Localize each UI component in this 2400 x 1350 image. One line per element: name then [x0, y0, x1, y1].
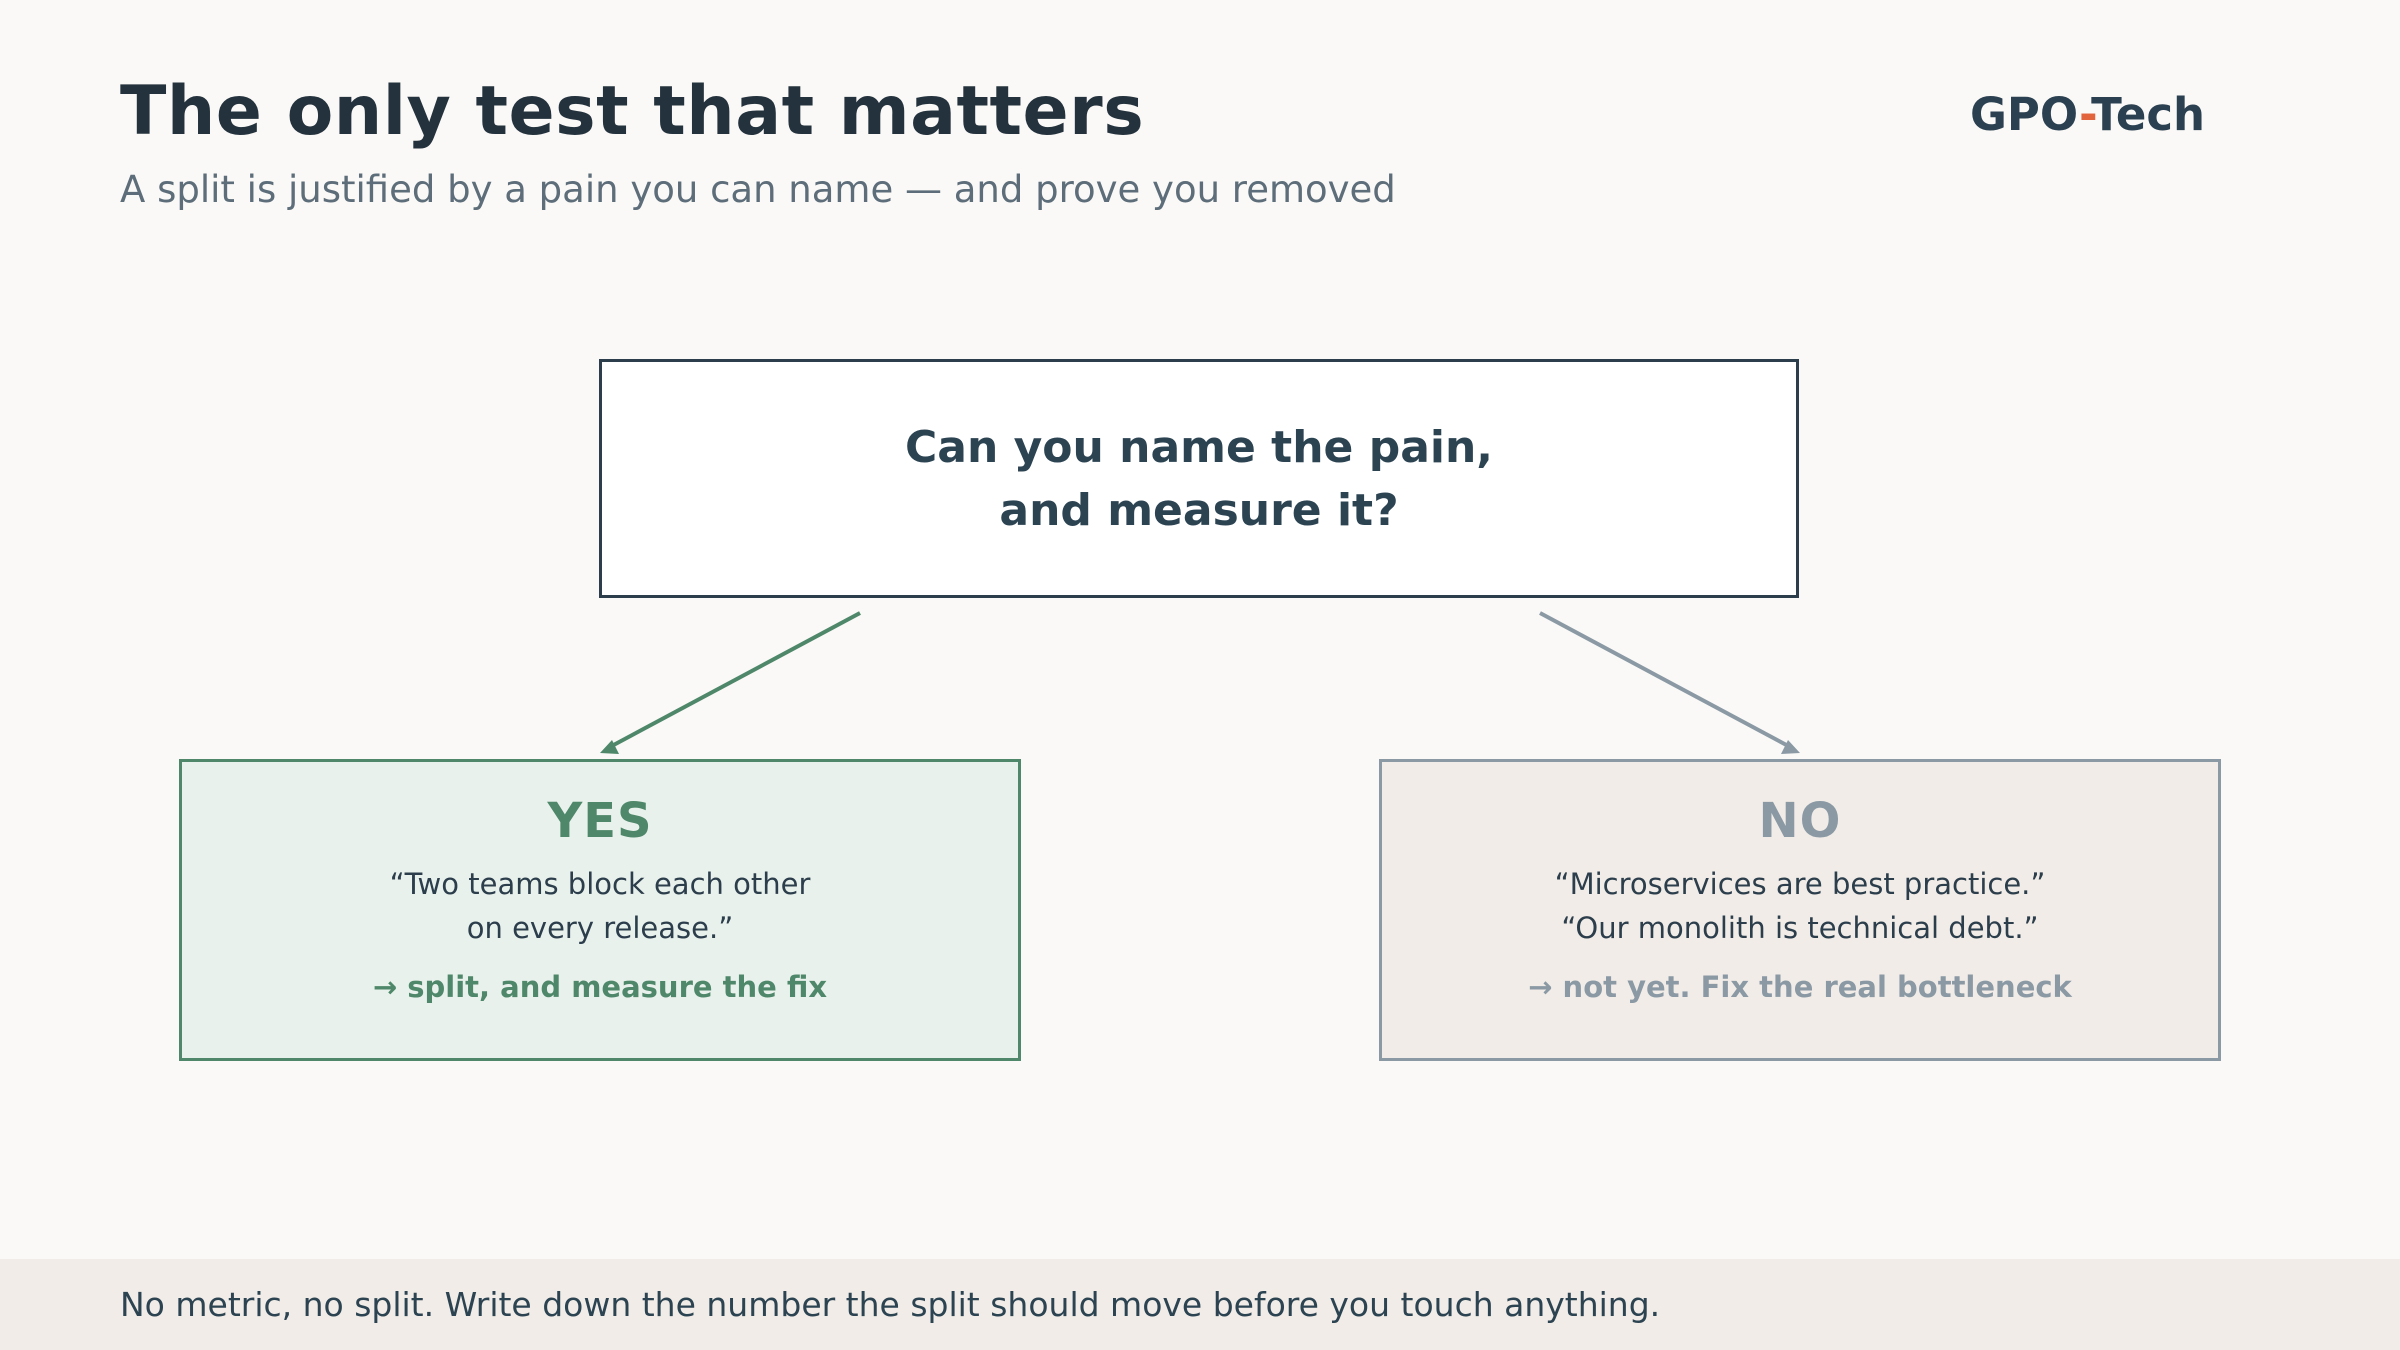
yes-label: YES — [547, 793, 653, 849]
yes-branch-box: YES “Two teams block each other on every… — [179, 759, 1021, 1061]
footer-bar: No metric, no split. Write down the numb… — [0, 1259, 2400, 1350]
yes-quote-line-2: on every release.” — [466, 911, 734, 945]
question-line-2: and measure it? — [999, 484, 1399, 536]
footer-text: No metric, no split. Write down the numb… — [120, 1285, 1661, 1324]
no-quote: “Microservices are best practice.” “Our … — [1555, 862, 2046, 950]
page-subtitle: A split is justified by a pain you can n… — [120, 168, 1396, 211]
no-branch-box: NO “Microservices are best practice.” “O… — [1379, 759, 2221, 1061]
page-title: The only test that matters — [120, 72, 1145, 151]
yes-arrow — [600, 611, 861, 754]
no-label: NO — [1758, 793, 1842, 849]
yes-quote: “Two teams block each other on every rel… — [390, 862, 811, 950]
no-arrow — [1539, 611, 1800, 754]
brand-dash: - — [2079, 88, 2092, 141]
question-box: Can you name the pain, and measure it? — [599, 359, 1799, 598]
no-verdict: → not yet. Fix the real bottleneck — [1528, 970, 2072, 1004]
question-line-1: Can you name the pain, — [904, 421, 1494, 473]
brand-prefix: GPO — [1970, 88, 2080, 141]
no-quote-line-1: “Microservices are best practice.” — [1554, 867, 2046, 901]
brand-logo: GPO-Tech — [1970, 88, 2205, 141]
yes-verdict: → split, and measure the fix — [372, 970, 828, 1004]
brand-suffix: Tech — [2091, 88, 2206, 141]
yes-quote-line-1: “Two teams block each other — [389, 867, 811, 901]
no-quote-line-2: “Our monolith is technical debt.” — [1561, 911, 2039, 945]
